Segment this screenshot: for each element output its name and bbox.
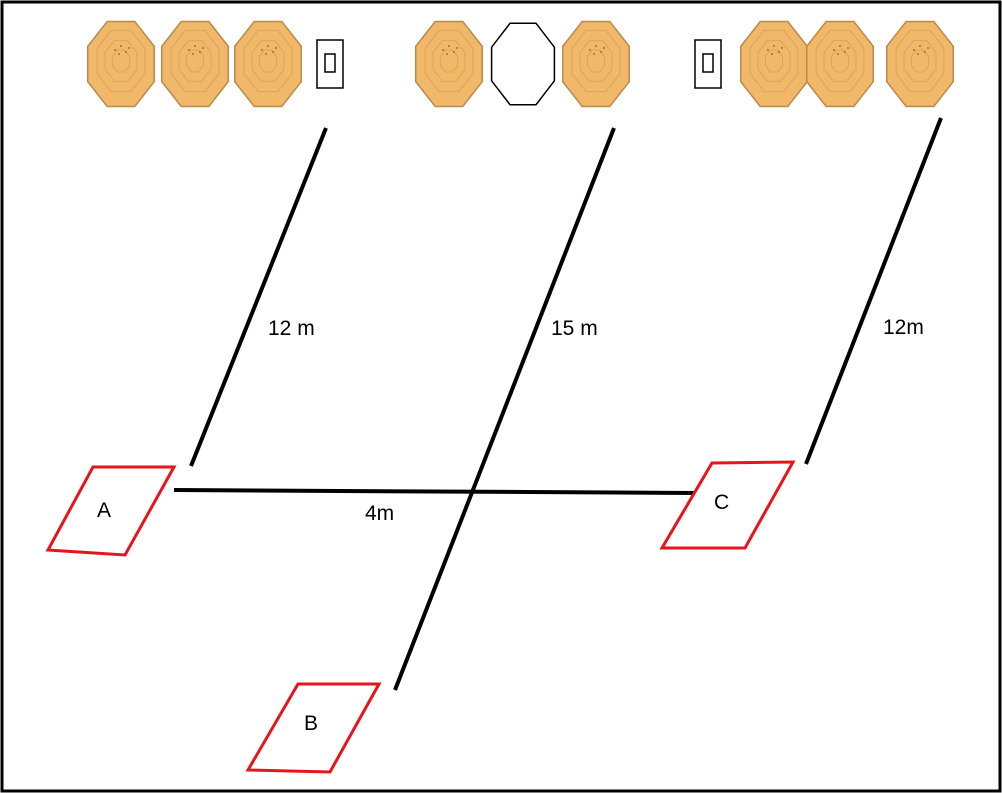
distance-right-label: 12m — [883, 316, 924, 339]
paper-target-icon — [414, 20, 484, 108]
line-left-12m — [189, 127, 328, 467]
distance-a-to-c-label: 4m — [365, 502, 394, 525]
paper-target-icon — [86, 20, 156, 108]
paper-target-icon — [739, 20, 809, 108]
paper-target-icon — [885, 20, 955, 108]
paper-target-icon — [805, 20, 875, 108]
shooting-box-b-label: B — [304, 712, 318, 735]
shooting-box-a — [45, 465, 177, 557]
line-center-15m — [393, 127, 616, 691]
shooting-box-a-label: A — [97, 499, 111, 522]
distance-center-label: 15 m — [551, 317, 598, 340]
steel-plate-icon — [694, 39, 722, 89]
shooting-box-b — [245, 682, 382, 774]
steel-plate-icon — [316, 39, 344, 89]
shooting-box-c-label: C — [714, 491, 729, 514]
center-group-targets — [414, 20, 631, 108]
line-a-to-c-4m — [173, 488, 696, 495]
paper-target-icon — [561, 20, 631, 108]
left-group-targets — [86, 20, 344, 108]
line-right-12m — [804, 117, 943, 465]
paper-target-icon — [160, 20, 230, 108]
right-group-targets — [694, 20, 955, 108]
no-shoot-target-icon — [490, 22, 556, 106]
distance-left-label: 12 m — [268, 317, 315, 340]
paper-target-icon — [233, 20, 303, 108]
targets-row — [86, 20, 955, 108]
shooting-box-c — [659, 460, 796, 550]
